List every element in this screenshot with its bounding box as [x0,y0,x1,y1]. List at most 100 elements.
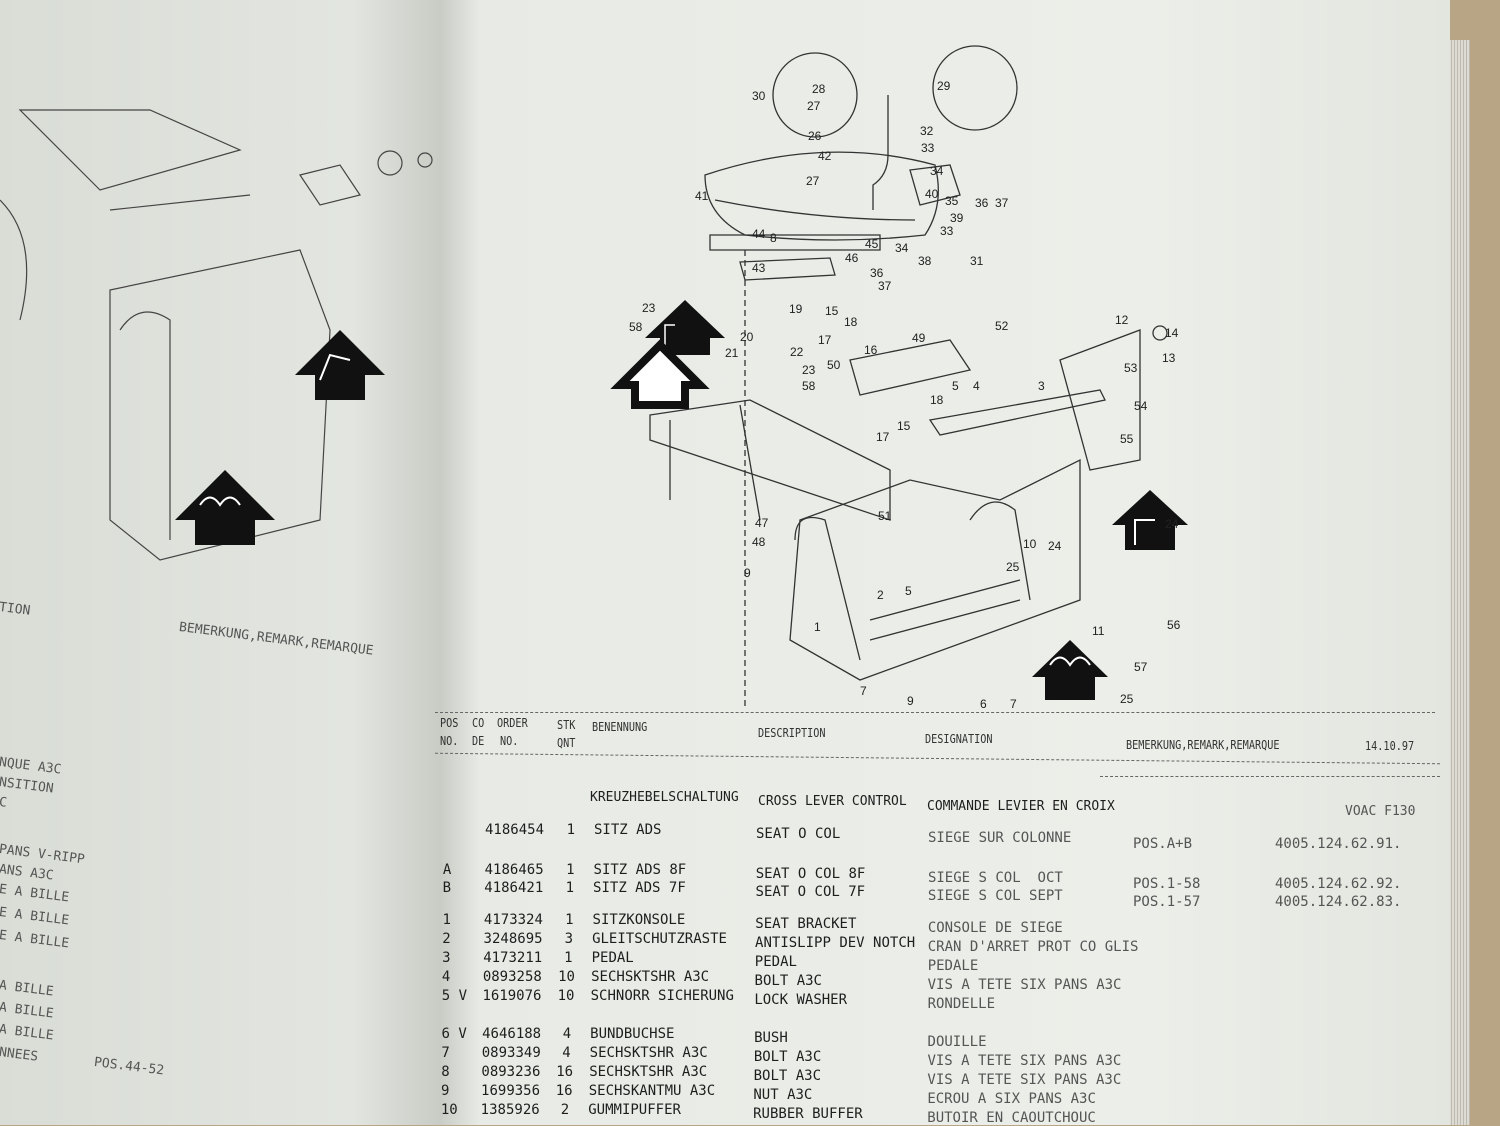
callout-label: 36 [870,266,884,280]
cell-en: SEAT O COL 7F [755,884,866,900]
left-line: ANS A3C [0,862,55,884]
cell-pos: 1 [442,912,451,928]
callout-label: 10 [1023,537,1037,551]
callout-label: 34 [930,164,944,178]
cell-order: 4186421 [484,880,544,896]
callout-label: 25 [1006,560,1020,574]
table-rule-top [435,712,1435,713]
cell-de: SITZ ADS 8F [593,862,687,878]
cell-en: BUSH [754,1030,788,1046]
cell-de: SECHSKTSHR A3C [589,1064,708,1080]
left-line: E A BILLE [0,882,70,906]
callout-label: 1 [814,620,821,634]
cell-order: 4646188 [482,1026,542,1042]
callout-label: 9 [907,694,914,708]
cell-order: 0893258 [482,969,542,985]
callout-label: 20 [740,330,754,344]
callout-label: 12 [1115,313,1129,327]
callout-label: 50 [827,358,841,372]
cell-pos: 9 [441,1083,450,1099]
callout-label: 21 [725,346,739,360]
cell-en: SEAT BRACKET [755,916,857,932]
cell-fr: CONSOLE DE SIEGE [927,920,1063,936]
callout-label: 4 [973,379,980,393]
cell-order: 1385926 [480,1102,540,1118]
callout-label: 33 [940,224,954,238]
callout-label: 57 [1134,660,1148,674]
group-title-fr: COMMANDE LEVIER EN CROIX [927,799,1115,814]
cell-order: 4173324 [483,912,543,928]
cell-pos: 2 [442,931,451,947]
cell-pos: 8 [441,1064,450,1080]
left-line: E A BILLE [0,928,70,952]
instruction-arrow-icons [610,300,1188,700]
cell-pos: 10 [440,1102,458,1118]
cell-de: SITZ ADS [594,822,662,838]
cell-qty: 10 [558,969,575,985]
cell-de: BUNDBUCHSE [590,1026,675,1042]
callout-label: 34 [895,241,909,255]
cell-de: SITZKONSOLE [592,912,686,928]
cell-fr: SIEGE S COL OCT [927,870,1063,886]
cell-remark: POS.1-58 [1133,876,1201,892]
callout-label: 54 [1134,399,1148,413]
header-qty-2: QNT [557,736,576,750]
callout-label: 31 [970,254,984,268]
cell-qty: 16 [556,1064,574,1080]
cell-en: BOLT A3C [753,1068,822,1084]
callout-label: 51 [878,509,892,523]
cell-de: SECHSKANTMU A3C [588,1083,716,1099]
callout-label: 17 [876,430,890,444]
callout-label: 5 [905,584,912,598]
cell-pos: 4 [441,969,451,985]
callout-label: 39 [950,211,964,225]
callout-label: 55 [1120,432,1134,446]
header-code: CO [472,716,485,730]
group-title-de: KREUZHEBELSCHALTUNG [590,790,739,805]
callout-label: 19 [789,302,803,316]
cell-pos: A [442,862,452,878]
callout-label: 22 [790,345,804,359]
callout-label: 56 [1167,618,1181,632]
callout-label: 9 [744,566,751,580]
cell-order: 1619076 [482,988,542,1004]
header-designation: DESIGNATION [925,732,993,746]
cell-de: SECHSKTSHR A3C [589,1045,708,1061]
callout-label: 49 [912,331,926,345]
cell-order: 0893349 [481,1045,541,1061]
header-code-2: DE [472,734,485,748]
cell-en: LOCK WASHER [754,992,848,1008]
cell-en: SEAT O COL 8F [755,866,866,882]
cell-qty: 3 [564,931,574,947]
header-date: 14.10.97 [1365,739,1415,753]
callout-label: 6 [980,697,987,711]
cell-fr: SIEGE SUR COLONNE [928,830,1072,846]
callout-label: 25 [1120,692,1134,706]
header-order-2: NO. [500,734,519,748]
cell-fr: BUTOIR EN CAOUTCHOUC [927,1110,1096,1126]
table-rule-remark [1100,776,1440,777]
cell-en: BOLT A3C [753,1049,822,1065]
cell-pos: 6 V [441,1026,467,1042]
cell-qty: 1 [566,862,575,878]
callout-label: 40 [925,187,939,201]
cell-qty: 4 [562,1026,572,1042]
cell-order: 4186465 [484,862,544,878]
left-line: E A BILLE [0,905,70,929]
callout-label: 23 [642,301,656,315]
left-exploded-diagram [0,109,433,561]
left-line: A BILLE [0,978,55,1000]
callout-label: 24 [1048,539,1062,553]
callout-label: 7 [1010,697,1017,711]
callout-label: 44 [752,227,766,241]
callout-label: 18 [844,315,858,329]
cell-fr: VIS A TETE SIX PANS A3C [927,977,1122,993]
cell-order: 3248695 [483,931,543,947]
callout-label: 23 [802,363,816,377]
cell-qty: 10 [557,988,575,1004]
callout-label: 27 [807,99,821,113]
cell-fr: RONDELLE [927,996,996,1012]
cell-fr: SIEGE S COL SEPT [927,888,1063,904]
